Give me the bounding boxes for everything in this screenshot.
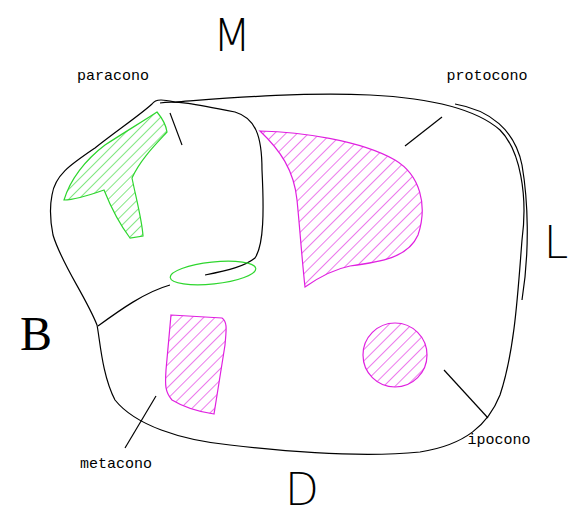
leader-line bbox=[444, 370, 488, 418]
metacone-wear bbox=[166, 315, 227, 414]
tooth-outer-contour bbox=[455, 104, 527, 300]
cusp-name: ipocono bbox=[467, 433, 530, 448]
leader-line bbox=[125, 396, 156, 448]
direction-letter: B bbox=[20, 310, 52, 358]
central-fossa-wear bbox=[169, 258, 257, 289]
protocone-wear bbox=[260, 131, 422, 287]
paracone-wear bbox=[64, 112, 167, 238]
leader-line bbox=[405, 117, 442, 146]
direction-letter: D bbox=[285, 468, 319, 512]
tooth-outline bbox=[51, 94, 524, 454]
cusp-name: metacono bbox=[80, 457, 152, 472]
direction-letter: L bbox=[544, 221, 569, 265]
cusp-name: protocono bbox=[446, 69, 527, 84]
paracone-groove bbox=[160, 102, 263, 275]
buccal-groove bbox=[98, 285, 170, 326]
hypocone-wear bbox=[363, 323, 427, 387]
cusp-name: paracono bbox=[77, 69, 149, 84]
direction-letter: M bbox=[213, 14, 251, 58]
leader-line bbox=[170, 113, 182, 145]
